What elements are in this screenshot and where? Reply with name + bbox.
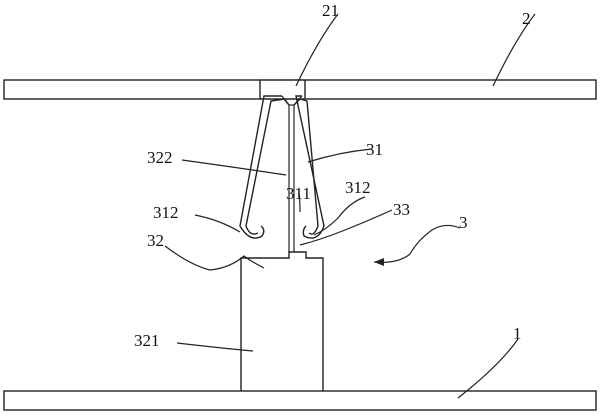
label-32: 32 (147, 231, 164, 250)
label-321: 321 (134, 331, 160, 350)
label-2: 2 (522, 9, 531, 28)
label-33: 33 (393, 200, 410, 219)
label-311: 311 (286, 184, 311, 203)
label-312-left: 312 (153, 203, 179, 222)
label-21: 21 (322, 1, 339, 20)
base-block (240, 251, 324, 391)
right-arm (293, 95, 325, 239)
center-slot (288, 104, 295, 252)
label-31: 31 (366, 140, 383, 159)
label-3: 3 (459, 213, 468, 232)
arrow-head-icon (374, 258, 384, 266)
upper-plate (3, 79, 597, 100)
label-312-right: 312 (345, 178, 371, 197)
label-322: 322 (147, 148, 173, 167)
reference-labels: 21 2 31 322 311 312 312 33 3 32 321 1 (134, 1, 531, 350)
label-1: 1 (513, 324, 522, 343)
left-arm (239, 95, 290, 239)
lower-plate (3, 390, 597, 411)
leader-lines (164, 13, 536, 399)
